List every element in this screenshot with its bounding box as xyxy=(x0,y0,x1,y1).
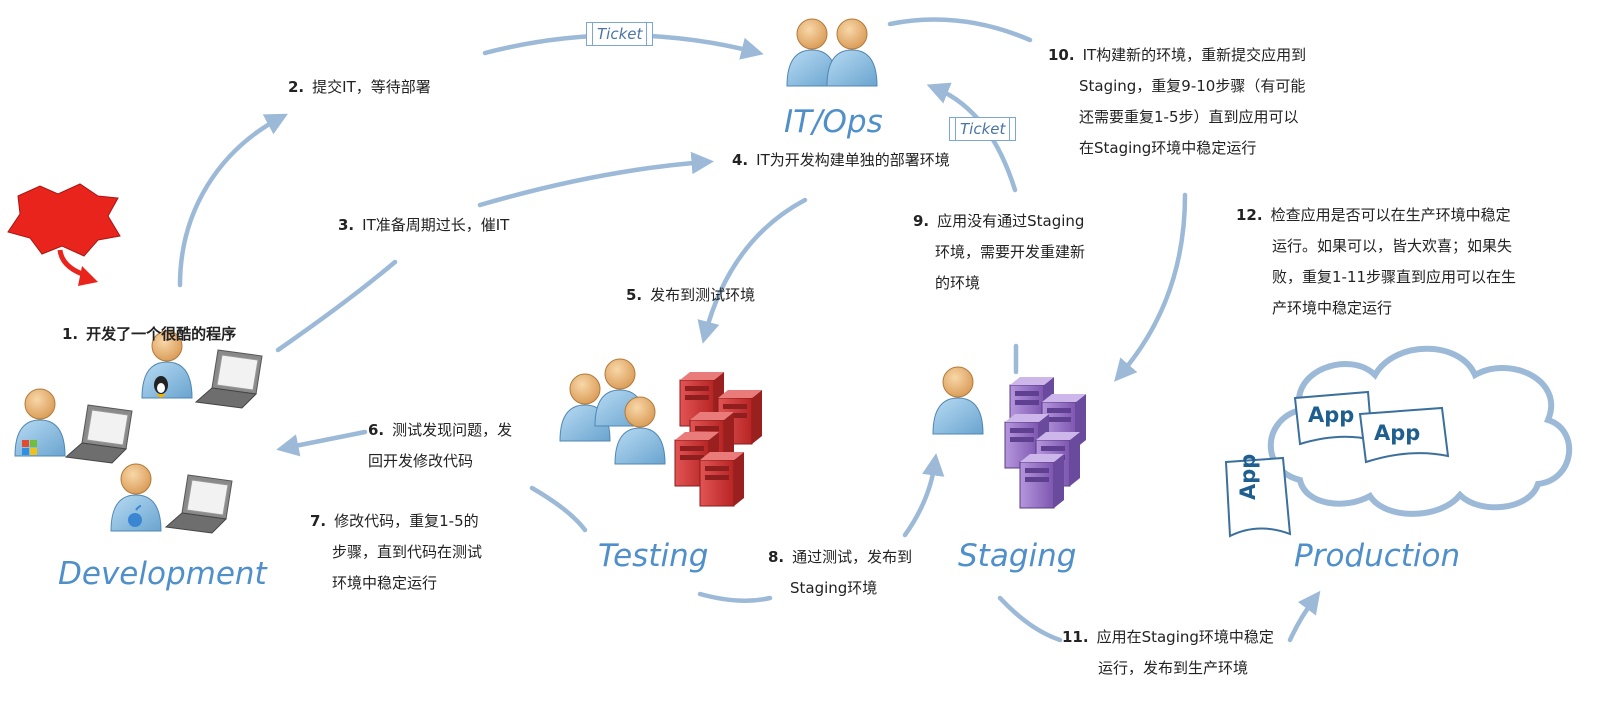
step-number: 12. xyxy=(1236,206,1263,224)
staging-servers xyxy=(1004,376,1087,509)
start-badge-text: START HERE! xyxy=(34,21,88,56)
step-text: 败，重复1-11步骤直到应用可以在生 xyxy=(1272,268,1517,286)
step-text: 还需要重复1-5步）直到应用可以 xyxy=(1079,108,1299,126)
step-6: 6. 测试发现问题，发 回开发修改代码 xyxy=(368,415,512,477)
step-text: 运行。如果可以，皆大欢喜；如果失 xyxy=(1272,237,1513,255)
step-text: 提交IT，等待部署 xyxy=(312,78,431,96)
step-text: 检查应用是否可以在生产环境中稳定 xyxy=(1270,206,1511,224)
step-2: 2. 提交IT，等待部署 xyxy=(288,72,431,103)
step-text: 在Staging环境中稳定运行 xyxy=(1079,139,1257,157)
step-12: 12. 检查应用是否可以在生产环境中稳定 运行。如果可以，皆大欢喜；如果失 败，重… xyxy=(1236,200,1516,324)
step-number: 9. xyxy=(913,212,930,230)
step-number: 2. xyxy=(288,78,305,96)
step-text: 的环境 xyxy=(935,274,981,292)
step-text: 环境，需要开发重建新 xyxy=(935,243,1086,261)
step-text: 应用没有通过Staging xyxy=(937,212,1085,230)
stage-development: Development xyxy=(58,556,267,592)
linux-logo-icon xyxy=(154,376,168,398)
app-label: App xyxy=(1236,453,1260,500)
step-number: 8. xyxy=(768,548,785,566)
step-3: 3. IT准备周期过长，催IT xyxy=(338,210,509,241)
start-badge xyxy=(7,183,121,286)
step-text: IT构建新的环境，重新提交应用到 xyxy=(1082,46,1307,64)
step-5: 5. 发布到测试环境 xyxy=(626,280,755,311)
step-text: 通过测试，发布到 xyxy=(792,548,913,566)
step-text: 应用在Staging环境中稳定 xyxy=(1096,628,1274,646)
ticket-label: Ticket xyxy=(949,117,1017,141)
arrow-step5 xyxy=(697,197,808,344)
testing-servers xyxy=(674,371,763,507)
apple-logo-icon xyxy=(128,505,142,527)
step-number: 10. xyxy=(1048,46,1075,64)
step-text: 环境中稳定运行 xyxy=(332,574,438,592)
staging-person xyxy=(932,366,984,435)
windows-logo-icon xyxy=(22,440,37,455)
arrow-step8-a xyxy=(697,591,773,603)
arrow-step11-a xyxy=(997,595,1063,643)
developer-windows xyxy=(14,388,133,464)
step-text: Staging，重复9-10步骤（有可能 xyxy=(1079,77,1306,95)
step-4: 4. IT为开发构建单独的部署环境 xyxy=(732,145,950,176)
arrow-step7 xyxy=(529,485,588,533)
step-number: 4. xyxy=(732,151,749,169)
step-text: 步骤，直到代码在测试 xyxy=(332,543,483,561)
step-text: 修改代码，重复1-5的 xyxy=(334,512,479,530)
arrow-step11-b xyxy=(1287,590,1321,643)
arrow-step6 xyxy=(276,429,368,457)
stage-staging: Staging xyxy=(958,538,1077,574)
step-8: 8. 通过测试，发布到 Staging环境 xyxy=(768,542,912,604)
step-text: 开发了一个很酷的程序 xyxy=(86,325,237,343)
step-number: 3. xyxy=(338,216,355,234)
arrow-step4 xyxy=(477,151,714,208)
arrow-step3 xyxy=(275,259,398,353)
stage-production: Production xyxy=(1294,538,1461,574)
arrow-step2 xyxy=(177,113,288,288)
developer-mac xyxy=(110,463,233,534)
step-9: 9. 应用没有通过Staging 环境，需要开发重建新 的环境 xyxy=(913,206,1085,299)
step-number: 6. xyxy=(368,421,385,439)
developer-linux xyxy=(141,330,263,409)
arrow-step10-top xyxy=(887,17,1033,43)
step-number: 11. xyxy=(1062,628,1089,646)
step-text: 产环境中稳定运行 xyxy=(1272,299,1393,317)
step-number: 1. xyxy=(62,325,79,343)
app-label: App xyxy=(1374,421,1421,445)
step-text: IT为开发构建单独的部署环境 xyxy=(756,151,950,169)
step-text: IT准备周期过长，催IT xyxy=(362,216,510,234)
step-7: 7. 修改代码，重复1-5的 步骤，直到代码在测试 环境中稳定运行 xyxy=(310,506,482,599)
app-label: App xyxy=(1308,403,1355,427)
stage-itops: IT/Ops xyxy=(784,104,883,140)
document-icon-app-3 xyxy=(1224,456,1292,538)
stage-testing: Testing xyxy=(598,538,709,574)
step-number: 7. xyxy=(310,512,327,530)
step-text: 发布到测试环境 xyxy=(650,286,756,304)
itops-people xyxy=(786,18,878,87)
step-text: 运行，发布到生产环境 xyxy=(1098,659,1249,677)
step-10: 10. IT构建新的环境，重新提交应用到 Staging，重复9-10步骤（有可能… xyxy=(1048,40,1306,164)
ticket-label: Ticket xyxy=(586,22,654,46)
arrow-step10 xyxy=(1114,192,1188,382)
testing-people xyxy=(559,358,666,465)
step-1: 1. 开发了一个很酷的程序 xyxy=(62,319,236,350)
step-text: Staging环境 xyxy=(790,579,878,597)
document-icon-app-2 xyxy=(1358,406,1450,464)
flow-arrows xyxy=(177,17,1321,643)
step-11: 11. 应用在Staging环境中稳定 运行，发布到生产环境 xyxy=(1062,622,1274,684)
step-number: 5. xyxy=(626,286,643,304)
arrow-step8-b xyxy=(902,453,945,538)
step-text: 测试发现问题，发 xyxy=(392,421,513,439)
step-text: 回开发修改代码 xyxy=(368,452,474,470)
